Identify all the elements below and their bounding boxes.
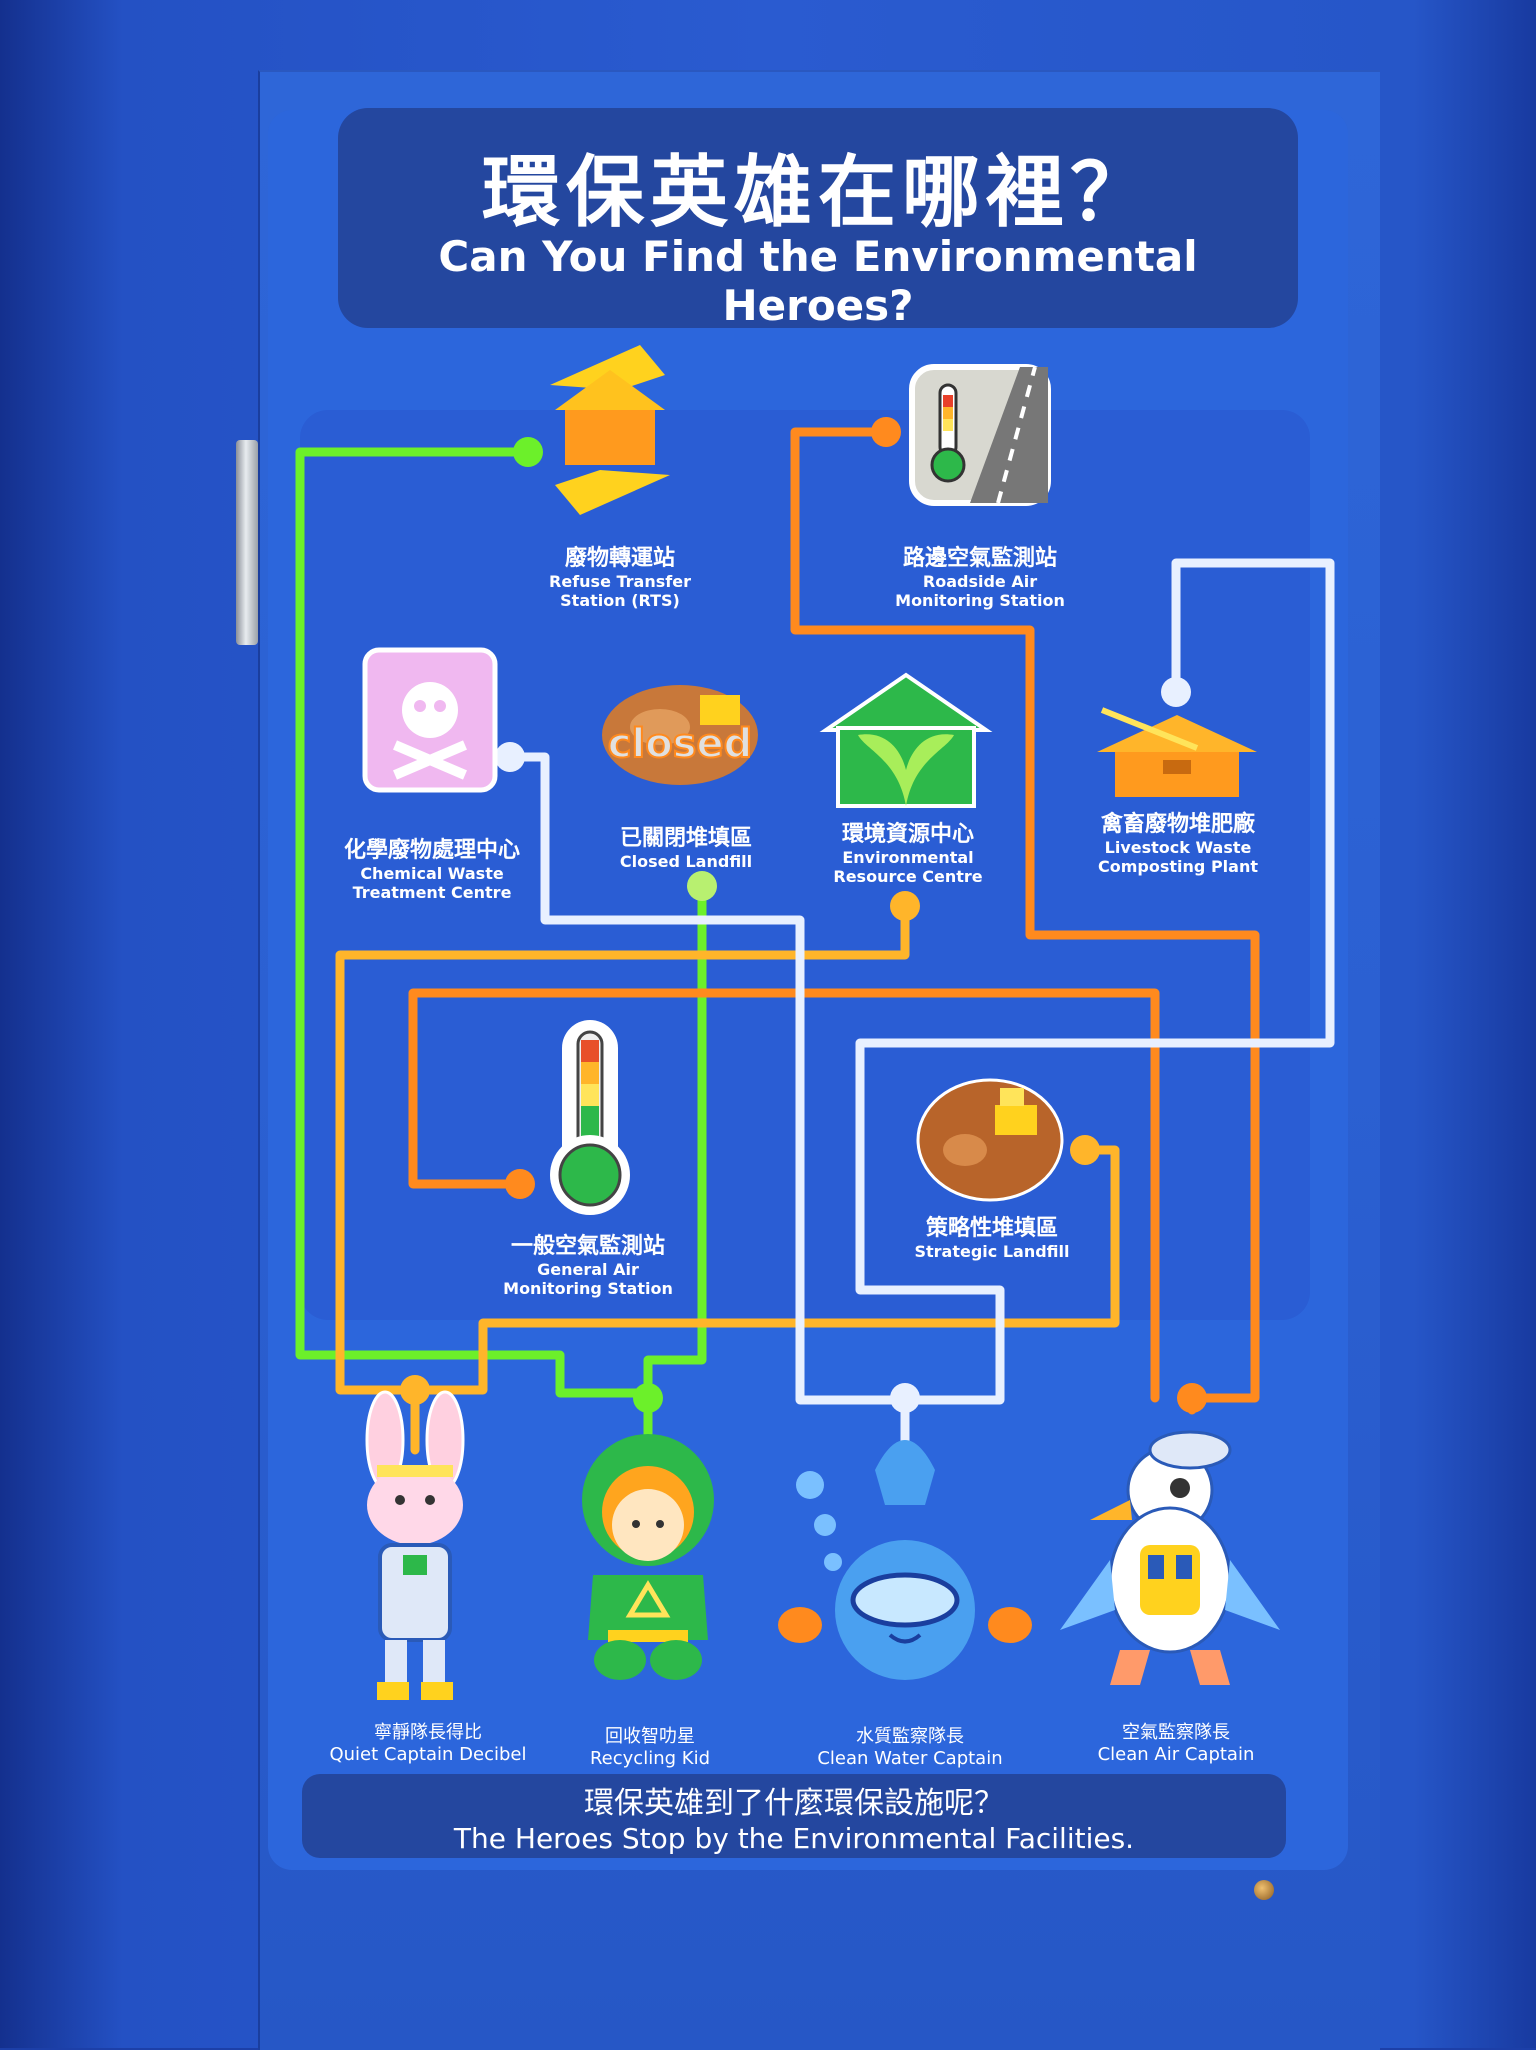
facility-label-general-air: 一般空氣監測站 General Air Monitoring Station	[468, 1234, 708, 1298]
door-hinge	[236, 440, 258, 645]
facility-name-zh: 環境資源中心	[841, 822, 974, 847]
thermometer-icon	[550, 1020, 630, 1215]
hero-label-recycling: 回收智叻星 Recycling Kid	[540, 1726, 760, 1770]
barn-icon	[1097, 707, 1257, 797]
footer-question-english: The Heroes Stop by the Environmental Fac…	[453, 1822, 1135, 1855]
door-screw	[1254, 1880, 1274, 1900]
hero-label-decibel: 寧靜隊長得比 Quiet Captain Decibel	[318, 1722, 538, 1766]
title-banner	[338, 108, 1298, 328]
facility-name-en: Chemical Waste	[360, 864, 504, 883]
poster-title-english: Can You Find the Environmental Heroes?	[438, 232, 1198, 330]
facility-name-en: Station (RTS)	[560, 591, 680, 610]
closed-landfill-icon: closed	[602, 685, 758, 785]
facility-name-en: Monitoring Station	[895, 591, 1065, 610]
facility-label-chemical: 化學廢物處理中心 Chemical Waste Treatment Centre	[312, 838, 552, 902]
green-route-closed-landfill	[643, 881, 707, 1455]
skull-barrel-icon	[362, 647, 498, 793]
recycling-kid-icon	[582, 1434, 714, 1680]
footer-banner	[302, 1774, 1286, 1858]
road-thermometer-icon	[909, 364, 1051, 506]
facility-label-roadside: 路邊空氣監測站 Roadside Air Monitoring Station	[860, 546, 1100, 610]
recycle-house-icon	[550, 345, 670, 515]
facility-name-en: Refuse Transfer	[549, 572, 691, 591]
poster-title-chinese: 環保英雄在哪裡？	[481, 148, 1154, 238]
facility-name-en: Composting Plant	[1098, 857, 1258, 876]
facility-name-en: Treatment Centre	[352, 883, 512, 902]
water-drop-hero-icon	[778, 1440, 1032, 1680]
landfill-bulldozer-icon	[916, 1078, 1064, 1202]
route-map-area	[300, 410, 1310, 1320]
hero-name-en: Recycling Kid	[589, 1748, 710, 1769]
facility-name-zh: 路邊空氣監測站	[902, 546, 1057, 571]
white-route-livestock	[855, 558, 1335, 1405]
facility-name-zh: 一般空氣監測站	[510, 1234, 665, 1259]
hero-name-zh: 空氣監察隊長	[1122, 1722, 1230, 1743]
green-house-icon	[819, 672, 993, 808]
facility-name-en: Resource Centre	[833, 867, 983, 886]
hero-label-water: 水質監察隊長 Clean Water Captain	[800, 1726, 1020, 1770]
facility-label-rts: 廢物轉運站 Refuse Transfer Station (RTS)	[500, 546, 740, 610]
orange-route-general-air	[408, 988, 1160, 1403]
facility-label-livestock: 禽畜廢物堆肥廠 Livestock Waste Composting Plant	[1058, 812, 1298, 876]
facility-name-zh: 已關閉堆填區	[619, 826, 752, 851]
hero-label-air: 空氣監察隊長 Clean Air Captain	[1066, 1722, 1286, 1766]
facility-name-zh: 廢物轉運站	[564, 546, 675, 571]
facility-name-zh: 禽畜廢物堆肥廠	[1100, 812, 1255, 837]
yellow-route-resource-centre	[335, 901, 910, 1395]
hero-name-en: Clean Air Captain	[1097, 1744, 1255, 1765]
facility-name-zh: 化學廢物處理中心	[343, 838, 520, 863]
hero-name-zh: 回收智叻星	[605, 1726, 695, 1747]
closed-badge: closed	[608, 721, 752, 767]
facility-name-en: General Air	[537, 1260, 639, 1279]
hero-name-en: Quiet Captain Decibel	[329, 1744, 527, 1765]
bird-hero-icon	[1060, 1430, 1280, 1685]
rabbit-hero-icon	[365, 1390, 465, 1700]
hero-name-en: Clean Water Captain	[817, 1748, 1003, 1769]
facility-name-en: Closed Landfill	[619, 852, 753, 871]
orange-route-roadside	[790, 427, 1260, 1415]
facility-label-closed-landfill: 已關閉堆填區 Closed Landfill	[566, 826, 806, 871]
facility-label-strategic-landfill: 策略性堆填區 Strategic Landfill	[872, 1216, 1112, 1261]
facility-name-en: Strategic Landfill	[914, 1242, 1070, 1261]
green-route-rts	[295, 447, 653, 1398]
facility-name-en: Roadside Air	[922, 572, 1038, 591]
facility-name-en: Monitoring Station	[503, 1279, 673, 1298]
hero-name-zh: 水質監察隊長	[856, 1726, 964, 1747]
footer-question-chinese: 環保英雄到了什麼環保設施呢？	[584, 1786, 1004, 1821]
route-endpoints	[400, 417, 1207, 1413]
facility-name-zh: 策略性堆填區	[925, 1216, 1058, 1241]
facility-name-en: Environmental	[842, 848, 974, 867]
hero-name-zh: 寧靜隊長得比	[374, 1722, 482, 1743]
facility-name-en: Livestock Waste	[1104, 838, 1252, 857]
facility-label-resource-centre: 環境資源中心 Environmental Resource Centre	[788, 822, 1028, 886]
